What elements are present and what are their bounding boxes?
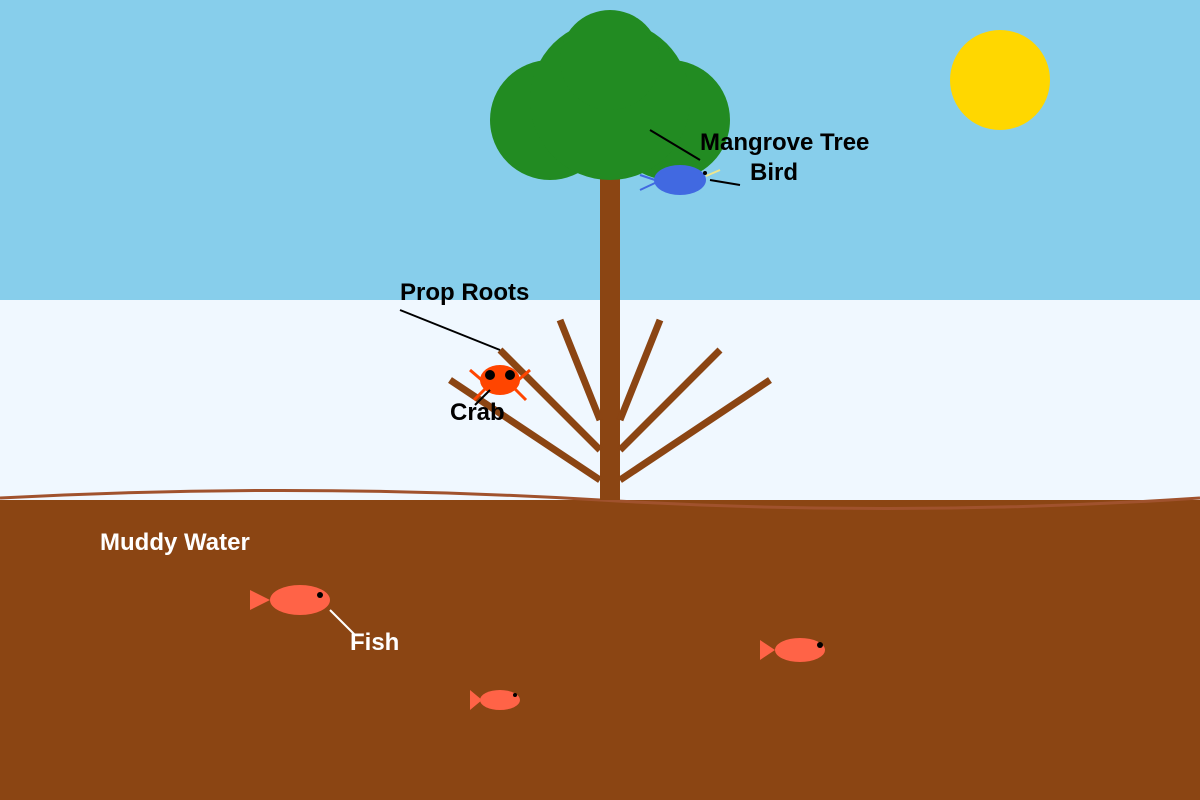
tree-trunk [600,150,620,500]
leader-lines [329,129,741,636]
label-fish: Fish [350,629,399,656]
prop-root-left-outer [448,377,602,483]
label-crab: Crab [450,399,505,426]
prop-root-left-inner [556,318,604,422]
tree-canopy [490,10,730,180]
crab-leader [474,389,491,406]
prop-root-right-inner [616,318,664,422]
label-bird: Bird [750,159,798,186]
fish-leader [329,609,356,636]
fish-icon [250,585,330,615]
prop-roots-leader [399,309,501,351]
label-prop-roots: Prop Roots [400,279,529,306]
mangrove-tree-leader [649,129,701,161]
crab-icon [469,365,531,402]
muddy-water-area [0,500,1200,800]
fish-icon [760,638,825,662]
prop-roots [448,318,772,483]
canopy-top-lobe [560,10,660,110]
prop-root-right-outer [618,377,772,483]
bird-icon [639,165,721,195]
bird-leader [709,179,741,186]
prop-root-left-middle [497,347,603,453]
label-mangrove-tree: Mangrove Tree [700,129,869,156]
label-muddy-water: Muddy Water [100,529,250,556]
sun-icon [950,30,1050,130]
fish-icon [470,690,520,710]
prop-root-right-middle [617,347,723,453]
